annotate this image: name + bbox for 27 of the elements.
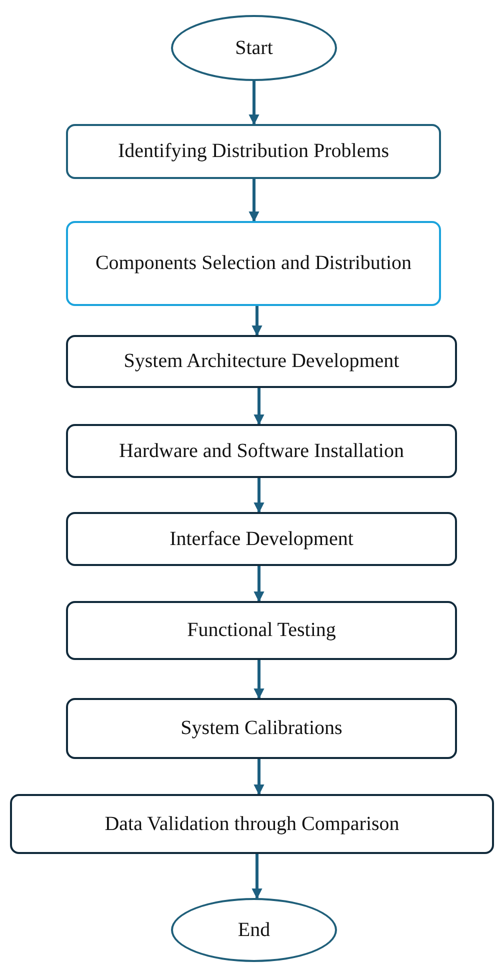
step-label: Functional Testing: [186, 618, 337, 643]
process-box: [66, 221, 441, 306]
process-box: [66, 698, 457, 759]
step-label: System Calibrations: [180, 716, 344, 741]
step-label: Identifying Distribution Problems: [116, 139, 390, 164]
process-box: [66, 512, 457, 566]
arrow: [254, 388, 264, 426]
step-label: End: [236, 918, 272, 942]
arrow: [252, 306, 262, 336]
arrow: [248, 81, 260, 126]
step-label: Start: [234, 36, 274, 60]
step-label: Components Selection and Distribution: [94, 251, 413, 276]
arrow: [248, 179, 260, 222]
step-label: Interface Development: [168, 526, 354, 552]
process-box: [66, 601, 457, 660]
process-box: [66, 335, 457, 388]
step-label: Hardware and Software Installation: [118, 438, 405, 464]
step-label: System Architecture Development: [122, 349, 400, 374]
arrow: [254, 566, 264, 602]
process-box: [66, 424, 457, 478]
arrow: [254, 478, 264, 514]
process-box: [10, 794, 494, 854]
process-box: [66, 124, 441, 179]
step-label: Data Validation through Comparison: [104, 812, 400, 836]
arrow: [254, 660, 264, 700]
arrow: [252, 854, 262, 900]
arrow: [254, 759, 264, 796]
